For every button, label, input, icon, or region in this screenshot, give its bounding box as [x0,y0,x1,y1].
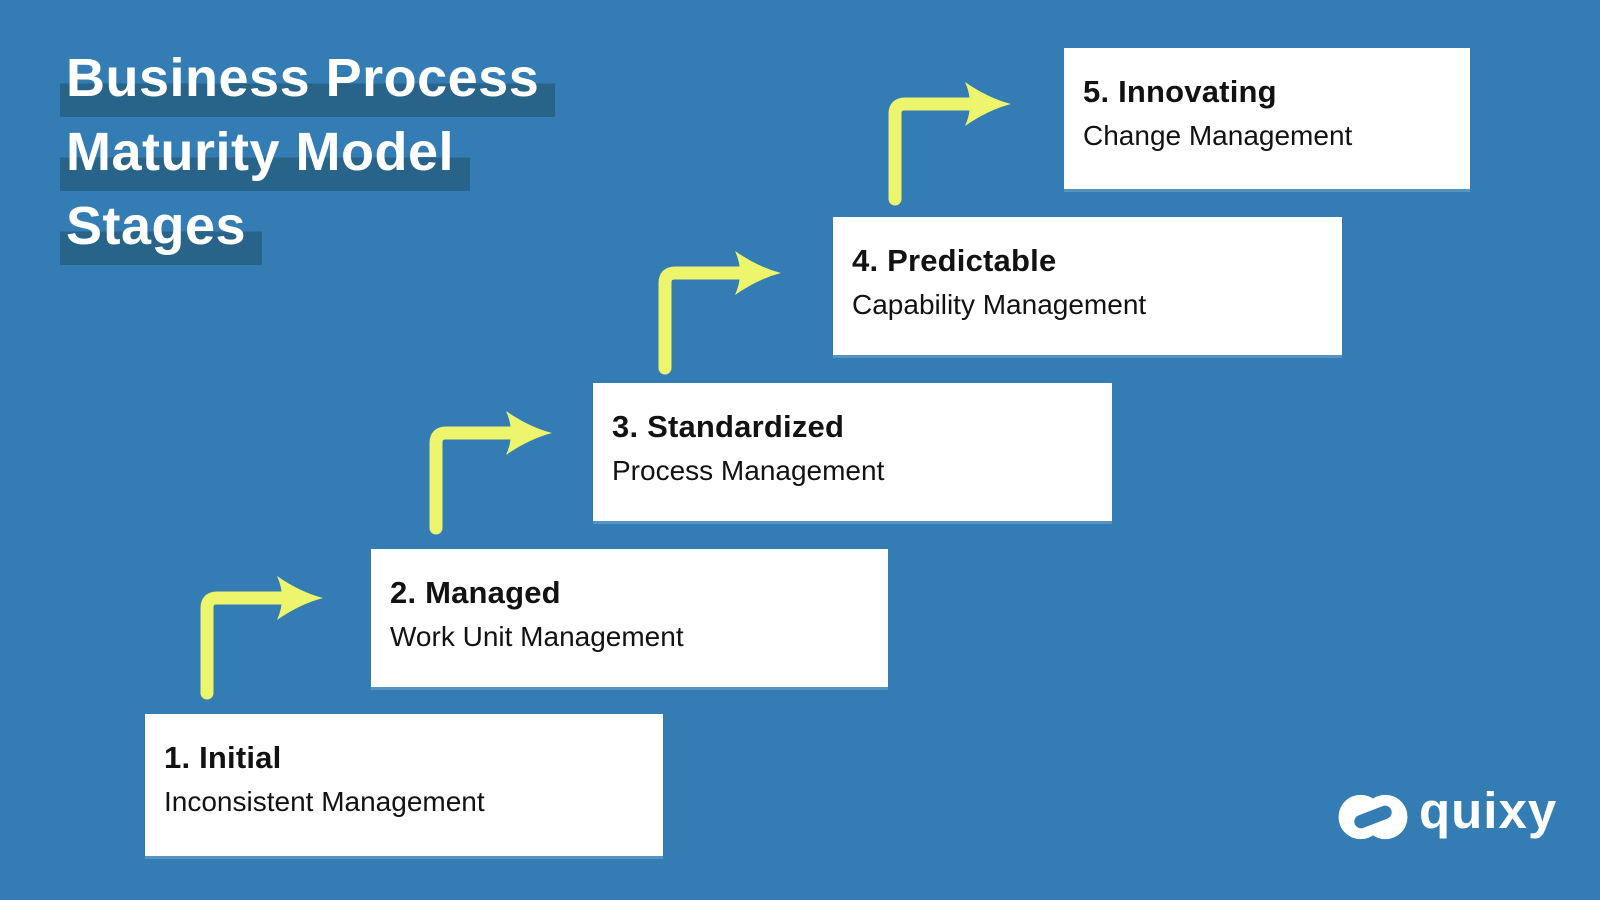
stage-card-predictable: 4. Predictable Capability Management [833,217,1342,355]
arrow-line [658,266,748,375]
arrow-line [429,426,519,535]
quixy-logo: quixy [1338,785,1557,842]
stage-subtitle: Change Management [1083,120,1353,151]
infinity-icon-cutout [1354,805,1392,829]
stage-card-innovating: 5. Innovating Change Management [1064,48,1470,189]
stage-card-standardized: 3. Standardized Process Management [593,383,1112,521]
stage-heading: 1. Initial [164,740,282,775]
stage-heading: 4. Predictable [852,243,1057,278]
stage-heading: 3. Standardized [612,409,845,444]
title-line-3: Stages [60,195,263,265]
step-arrow-3-icon [658,251,781,375]
quixy-logo-text: quixy [1419,782,1558,839]
step-arrow-2-icon [429,411,552,535]
stage-card-managed: 2. Managed Work Unit Management [371,549,888,687]
stage-heading: 5. Innovating [1083,74,1277,109]
arrow-line [888,97,978,206]
page-title: Business Process Maturity Model Stages [60,43,556,265]
arrow-line [200,591,290,700]
arrow-head [965,82,1011,126]
title-line-1: Business Process [60,47,556,117]
stage-subtitle: Work Unit Management [390,621,684,652]
step-arrow-1-icon [200,576,323,700]
stage-heading: 2. Managed [390,575,561,610]
stage-subtitle: Capability Management [852,289,1147,320]
arrow-head [735,251,781,295]
title-line-2: Maturity Model [60,121,471,191]
stage-card-initial: 1. Initial Inconsistent Management [145,714,663,856]
arrow-head [506,411,552,455]
infinity-icon [1338,794,1408,840]
stage-subtitle: Inconsistent Management [164,786,485,817]
arrow-head [277,576,323,620]
stage-subtitle: Process Management [612,455,885,486]
step-arrow-4-icon [888,82,1011,206]
